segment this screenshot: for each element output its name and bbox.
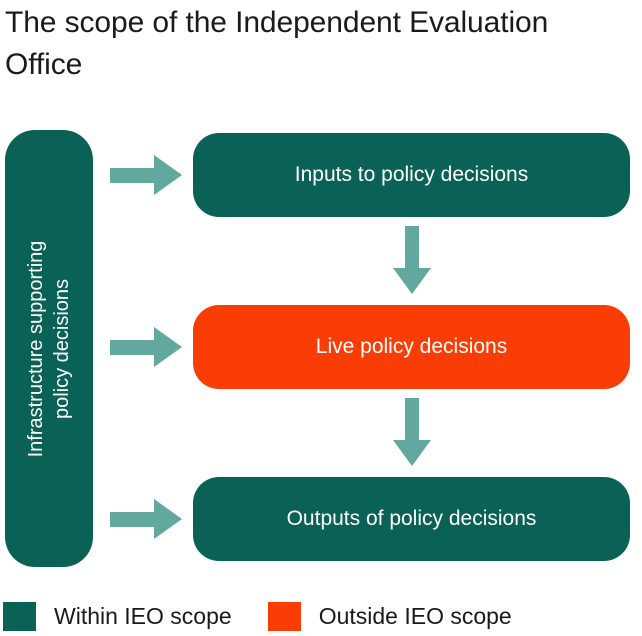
arrow-head xyxy=(154,327,182,367)
page-title-line-1: The scope of the Independent Evaluation xyxy=(5,6,549,39)
legend: Within IEO scope Outside IEO scope xyxy=(3,602,512,631)
arrow-head xyxy=(154,155,182,195)
arrow-shaft xyxy=(110,340,156,355)
arrow-head xyxy=(393,268,431,294)
infrastructure-bar-label: Infrastructure supporting policy decisio… xyxy=(23,130,75,567)
arrow-shaft xyxy=(110,168,156,183)
legend-swatch-outside-scope xyxy=(267,602,301,631)
arrow-shaft xyxy=(405,226,419,270)
stage-box-live: Live policy decisions xyxy=(193,305,630,389)
arrow-shaft xyxy=(110,512,156,527)
arrow-head xyxy=(393,440,431,466)
arrow-right-to-live-icon xyxy=(110,327,182,367)
arrow-right-to-outputs-icon xyxy=(110,499,182,539)
arrow-right-to-inputs-icon xyxy=(110,155,182,195)
arrow-shaft xyxy=(405,398,419,442)
stage-label-outputs: Outputs of policy decisions xyxy=(286,507,537,530)
legend-item-outside-scope: Outside IEO scope xyxy=(267,602,512,631)
page-title: The scope of the Independent Evaluation … xyxy=(5,2,641,86)
legend-label-within-scope: Within IEO scope xyxy=(54,603,232,629)
infrastructure-label-line-1: Infrastructure supporting xyxy=(25,240,47,457)
infrastructure-label-line-2: policy decisions xyxy=(51,278,73,419)
stage-box-inputs: Inputs to policy decisions xyxy=(193,133,630,217)
arrow-down-live-to-outputs-icon xyxy=(393,398,431,466)
legend-label-outside-scope: Outside IEO scope xyxy=(318,603,512,629)
stage-label-live: Live policy decisions xyxy=(315,335,508,358)
legend-item-within-scope: Within IEO scope xyxy=(3,602,232,631)
arrow-down-inputs-to-live-icon xyxy=(393,226,431,294)
legend-swatch-within-scope xyxy=(3,602,36,631)
stage-box-outputs: Outputs of policy decisions xyxy=(193,477,630,561)
infrastructure-bar: Infrastructure supporting policy decisio… xyxy=(5,130,93,567)
stage-label-inputs: Inputs to policy decisions xyxy=(294,163,529,186)
page-title-line-2: Office xyxy=(5,48,83,81)
arrow-head xyxy=(154,499,182,539)
